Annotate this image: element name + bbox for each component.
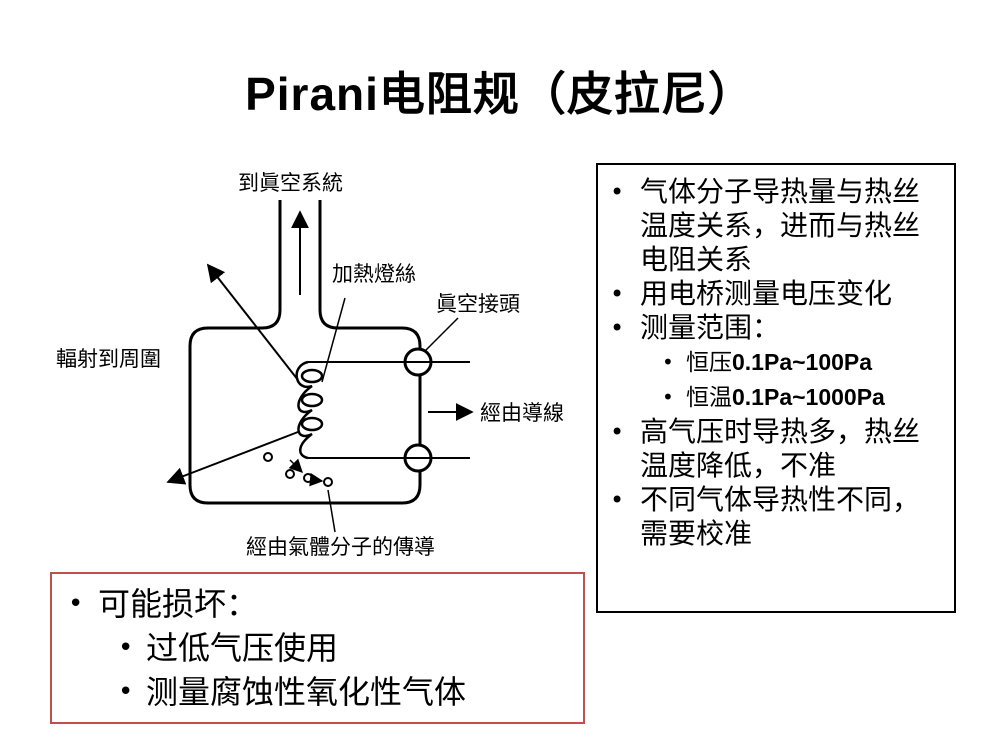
label-radiation: 輻射到周圍 bbox=[56, 347, 161, 371]
damage-item: 过低气压使用 bbox=[66, 626, 573, 670]
principle-item: 高气压时导热多，热丝温度降低，不准 bbox=[608, 415, 946, 483]
range-item-constant-pressure: 恒压0.1Pa~100Pa bbox=[608, 345, 946, 380]
radiation-arrow-lower bbox=[166, 431, 299, 485]
principle-item: 气体分子导热量与热丝温度关系，进而与热丝电阻关系 bbox=[608, 175, 946, 277]
joint-pointer bbox=[423, 317, 459, 353]
range-value: 0.1Pa~100Pa bbox=[732, 349, 873, 375]
range-prefix: 恒压 bbox=[686, 350, 732, 376]
title-latin: Pirani bbox=[245, 68, 379, 120]
pirani-gauge-diagram: 到眞空系統 加熱燈絲 眞空接頭 輻射到周圍 經由導線 經由氣體分子的傳導 bbox=[40, 160, 600, 570]
coil-loop-1 bbox=[300, 368, 324, 384]
radiation-arrow-upper bbox=[206, 263, 299, 381]
damage-item: 测量腐蚀性氧化性气体 bbox=[66, 670, 573, 714]
label-via-gas: 經由氣體分子的傳導 bbox=[246, 535, 435, 559]
filament-coil bbox=[295, 360, 313, 460]
gauge-body-outline bbox=[188, 200, 422, 505]
damage-heading: 可能损坏： bbox=[66, 582, 573, 626]
gas-molecule-4 bbox=[323, 477, 333, 487]
gas-arrow-2 bbox=[309, 472, 324, 487]
label-to-vacuum: 到眞空系統 bbox=[238, 171, 343, 195]
label-vacuum-joint: 眞空接頭 bbox=[436, 292, 520, 316]
coil-loop-3 bbox=[300, 416, 324, 432]
gas-molecule-2 bbox=[285, 469, 295, 479]
range-value: 0.1Pa~1000Pa bbox=[732, 384, 885, 410]
principle-item: 不同气体导热性不同，需要校准 bbox=[608, 483, 946, 551]
diagram-svg: 到眞空系統 加熱燈絲 眞空接頭 輻射到周圍 經由導線 經由氣體分子的傳導 bbox=[56, 171, 564, 559]
title-rest: 电阻规（皮拉尼） bbox=[378, 67, 755, 121]
gas-molecule-1 bbox=[263, 452, 273, 462]
range-item-constant-temperature: 恒温0.1Pa~1000Pa bbox=[608, 380, 946, 415]
principle-item: 测量范围： bbox=[608, 311, 946, 345]
range-prefix: 恒温 bbox=[686, 385, 732, 411]
gas-molecule-3 bbox=[303, 473, 313, 483]
coil-loop-2 bbox=[300, 392, 324, 408]
via-gas-pointer bbox=[327, 489, 336, 533]
label-heater: 加熱燈絲 bbox=[332, 262, 416, 286]
principle-panel: 气体分子导热量与热丝温度关系，进而与热丝电阻关系 用电桥测量电压变化 测量范围：… bbox=[596, 163, 956, 613]
page-title: Pirani电阻规（皮拉尼） bbox=[0, 58, 1000, 124]
gas-arrow-1 bbox=[288, 458, 303, 473]
damage-panel: 可能损坏： 过低气压使用 测量腐蚀性氧化性气体 bbox=[50, 572, 585, 724]
principle-list: 气体分子导热量与热丝温度关系，进而与热丝电阻关系 用电桥测量电压变化 测量范围：… bbox=[608, 175, 946, 551]
label-via-wire: 經由導線 bbox=[480, 401, 564, 425]
damage-list: 可能损坏： 过低气压使用 测量腐蚀性氧化性气体 bbox=[66, 582, 573, 714]
principle-item: 用电桥测量电压变化 bbox=[608, 277, 946, 311]
heater-pointer bbox=[321, 297, 346, 383]
